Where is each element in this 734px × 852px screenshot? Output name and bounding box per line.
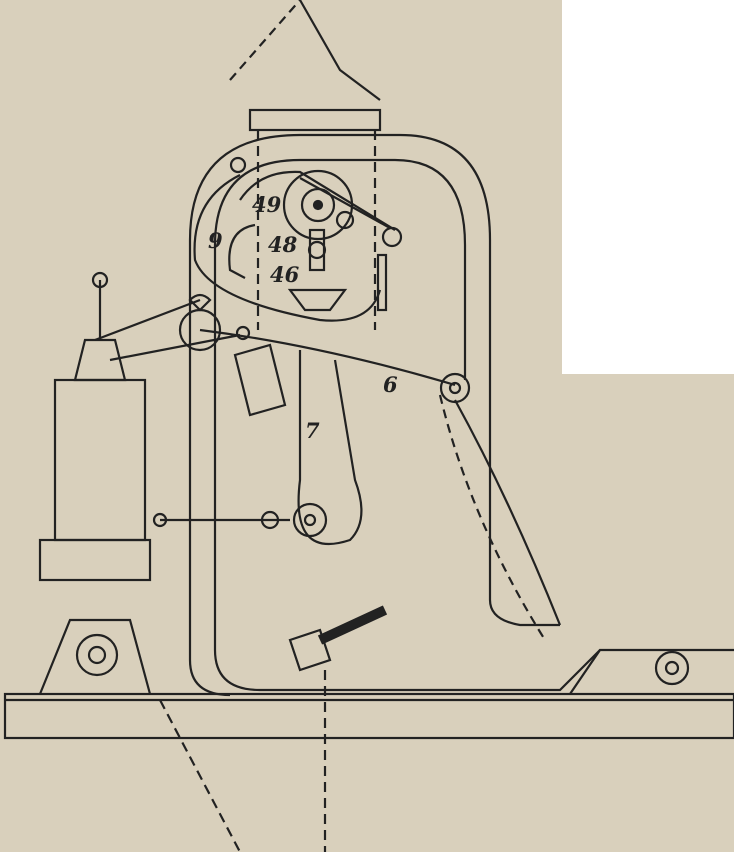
lever-6	[199, 328, 562, 641]
label-part-48: 48	[268, 232, 298, 257]
cylinder	[38, 271, 241, 582]
hopper	[229, 0, 382, 330]
arm-7	[152, 350, 363, 545]
bracket-plate	[233, 325, 287, 417]
label-part-46: 46	[270, 262, 300, 287]
pivots	[75, 605, 690, 852]
label-part-49: 49	[252, 192, 282, 217]
lever-9	[193, 174, 382, 322]
blank-margin	[562, 0, 734, 374]
label-part-9: 9	[208, 228, 223, 253]
drive-wheel	[229, 156, 403, 312]
base-plate	[3, 618, 734, 740]
label-part-6: 6	[383, 372, 398, 397]
main-frame	[188, 133, 601, 697]
label-part-7: 7	[305, 418, 320, 443]
